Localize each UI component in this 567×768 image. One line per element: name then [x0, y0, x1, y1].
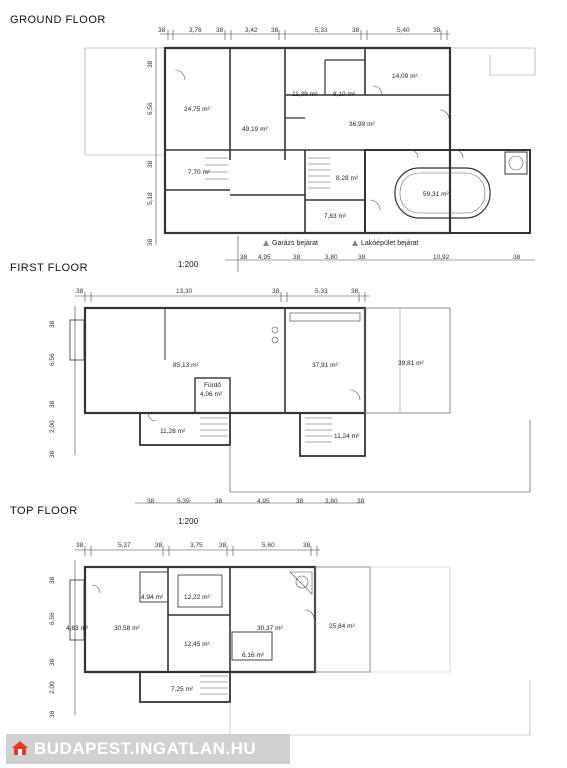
- dim-label: 3,76: [189, 27, 202, 34]
- triangle-icon: [352, 240, 358, 246]
- dim-label: 5,39: [177, 498, 190, 505]
- room-area: 30,37 m²: [257, 625, 283, 632]
- room-area: 11,28 m²: [160, 428, 186, 435]
- dim-label: 38: [49, 710, 56, 718]
- dim-label: 38: [216, 27, 224, 34]
- dim-label: 3,80: [325, 498, 338, 505]
- triangle-icon: [263, 240, 269, 246]
- watermark-banner: [6, 734, 290, 764]
- dim-label: 38: [271, 27, 279, 34]
- dim-label: 38: [76, 288, 84, 295]
- dim-label: 38: [240, 254, 248, 261]
- room-area: 4,06 m²: [200, 391, 223, 398]
- dim-label: 5,60: [262, 542, 275, 549]
- room-area: 12,22 m²: [184, 594, 210, 601]
- dim-label: 38: [513, 254, 521, 261]
- dim-label: 4,95: [258, 254, 271, 261]
- house-logo-icon: [12, 741, 28, 755]
- first-floor-title: FIRST FLOOR: [10, 262, 89, 274]
- room-area: 8,10 m²: [333, 91, 356, 98]
- room-area: 7,83 m²: [324, 213, 347, 220]
- room-area: 59,31 m²: [423, 191, 449, 198]
- dim-label: 38: [303, 542, 311, 549]
- dim-label: 38: [352, 27, 360, 34]
- ground-floor-title: GROUND FLOOR: [10, 14, 106, 26]
- room-area: 25,84 m²: [329, 623, 355, 630]
- house-entry-label: Lakóépület bejárat: [352, 240, 419, 247]
- garage-entry-label: Garázs bejárat: [263, 240, 318, 247]
- room-area: 11,39 m²: [292, 91, 318, 98]
- dim-label: 5,40: [397, 27, 410, 34]
- room-area: 49,19 m²: [242, 126, 268, 133]
- dim-label: 5,33: [315, 27, 328, 34]
- dim-label: 38: [147, 60, 154, 68]
- dim-label: 38: [147, 498, 155, 505]
- top-floor-title: TOP FLOOR: [10, 505, 78, 517]
- room-area: 39,81 m²: [398, 360, 424, 367]
- dim-label: 38: [158, 27, 166, 34]
- dim-label: 38: [215, 498, 223, 505]
- room-area: 30,58 m²: [114, 625, 140, 632]
- house-entry-text: Lakóépület bejárat: [361, 240, 419, 247]
- dim-label: 38: [155, 542, 163, 549]
- ground-floor-plan: [84, 30, 536, 272]
- room-area: 4,83 m²: [66, 625, 89, 632]
- dim-label: 5,37: [118, 542, 131, 549]
- dim-label: 38: [49, 576, 56, 584]
- ground-scale-label: 1:200: [178, 260, 199, 269]
- dim-label: 38: [147, 238, 154, 246]
- dim-label: 38: [433, 27, 441, 34]
- garage-entry-text: Garázs bejárat: [272, 240, 318, 247]
- dim-label: 13,30: [176, 288, 193, 295]
- dim-label: 38: [296, 498, 304, 505]
- dim-label: 38: [351, 288, 359, 295]
- dim-label: 10,92: [433, 254, 450, 261]
- dim-label: 6,56: [147, 102, 154, 115]
- dim-label: 3,80: [325, 254, 338, 261]
- dim-label: 38: [357, 498, 365, 505]
- dim-label: 2,00: [49, 681, 56, 694]
- first-scale-label: 1:200: [178, 517, 199, 526]
- first-floor-plan: [69, 292, 531, 504]
- room-area: 8,28 m²: [336, 175, 359, 182]
- dim-label: 5,18: [147, 192, 154, 205]
- dim-label: 38: [272, 288, 280, 295]
- room-area: Fürdő: [204, 382, 221, 389]
- room-area: 14,09 m²: [392, 73, 418, 80]
- room-area: 37,91 m²: [312, 362, 338, 369]
- dim-label: 3,42: [245, 27, 258, 34]
- room-area: 11,24 m²: [334, 433, 360, 440]
- dim-label: 38: [49, 658, 56, 666]
- dim-label: 6,56: [49, 612, 56, 625]
- dim-label: 5,33: [315, 288, 328, 295]
- top-floor-plan: [69, 546, 531, 736]
- dim-label: 6,56: [49, 353, 56, 366]
- room-area: 6,16 m²: [242, 652, 265, 659]
- dim-label: 38: [49, 450, 56, 458]
- dim-label: 38: [49, 320, 56, 328]
- dim-label: 3,75: [190, 542, 203, 549]
- dim-label: 38: [76, 542, 84, 549]
- room-area: 7,25 m²: [171, 686, 194, 693]
- dim-label: 38: [358, 254, 366, 261]
- dim-label: 38: [219, 542, 227, 549]
- room-area: 85,13 m²: [173, 362, 199, 369]
- room-area: 12,45 m²: [184, 641, 210, 648]
- dim-label: 38: [49, 400, 56, 408]
- dim-label: 38: [147, 160, 154, 168]
- dim-label: 4,95: [257, 498, 270, 505]
- room-area: 24,75 m²: [184, 106, 210, 113]
- dim-label: 2,00: [49, 420, 56, 433]
- room-area: 4,94 m²: [141, 594, 164, 601]
- room-area: 7,70 m²: [188, 169, 211, 176]
- dim-label: 38: [293, 254, 301, 261]
- watermark-text: BUDAPEST.INGATLAN.HU: [34, 739, 257, 758]
- room-area: 36,99 m²: [349, 121, 375, 128]
